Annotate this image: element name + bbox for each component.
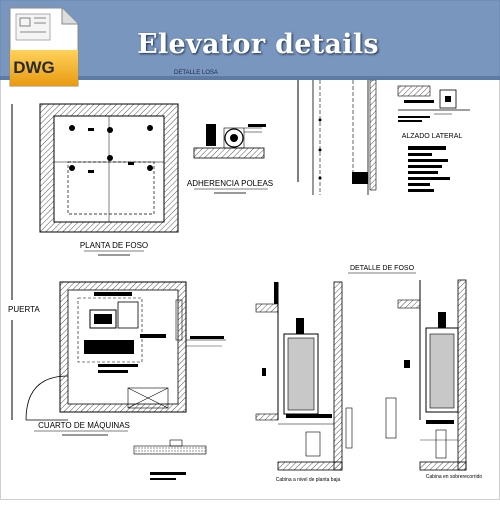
cabina-sobrerecorrido-label: Cabina en sobrerecorrido <box>426 474 483 480</box>
detalle-1-bottom <box>133 439 207 480</box>
alzado-lateral-notes <box>408 146 450 192</box>
cuarto-de-maquinas-plan <box>25 281 226 421</box>
planta-de-foso-plan <box>39 103 179 233</box>
pit-section-ground-floor <box>255 281 353 471</box>
title-banner: DETALLE LOSA <box>0 0 500 80</box>
alzado-lateral-label: ALZADO LATERAL <box>402 133 463 140</box>
cuarto-de-maquinas-label: CUARTO DE MÁQUINAS <box>38 421 130 430</box>
page-title: Elevator details <box>137 29 379 60</box>
pit-section-overtravel <box>385 279 467 471</box>
puerta-label: PUERTA <box>8 305 40 314</box>
dwg-badge-label: DWG <box>13 58 55 77</box>
banner-background: DETALLE LOSA <box>0 0 500 80</box>
cabina-planta-baja-label: Cabina a nivel de planta baja <box>276 477 341 483</box>
planta-de-foso-label: PLANTA DE FOSO <box>80 241 148 250</box>
detalle-de-foso-label: DETALLE DE FOSO <box>350 265 415 272</box>
detalle-2-top-right <box>397 85 470 122</box>
adherencia-poleas-detail <box>193 124 266 159</box>
dwg-file-icon <box>9 7 79 87</box>
adherencia-poleas-label: ADHERENCIA POLEAS <box>187 179 273 188</box>
detalle-losa-label: DETALLE LOSA <box>174 70 218 76</box>
hoistway-section-top <box>297 79 377 195</box>
